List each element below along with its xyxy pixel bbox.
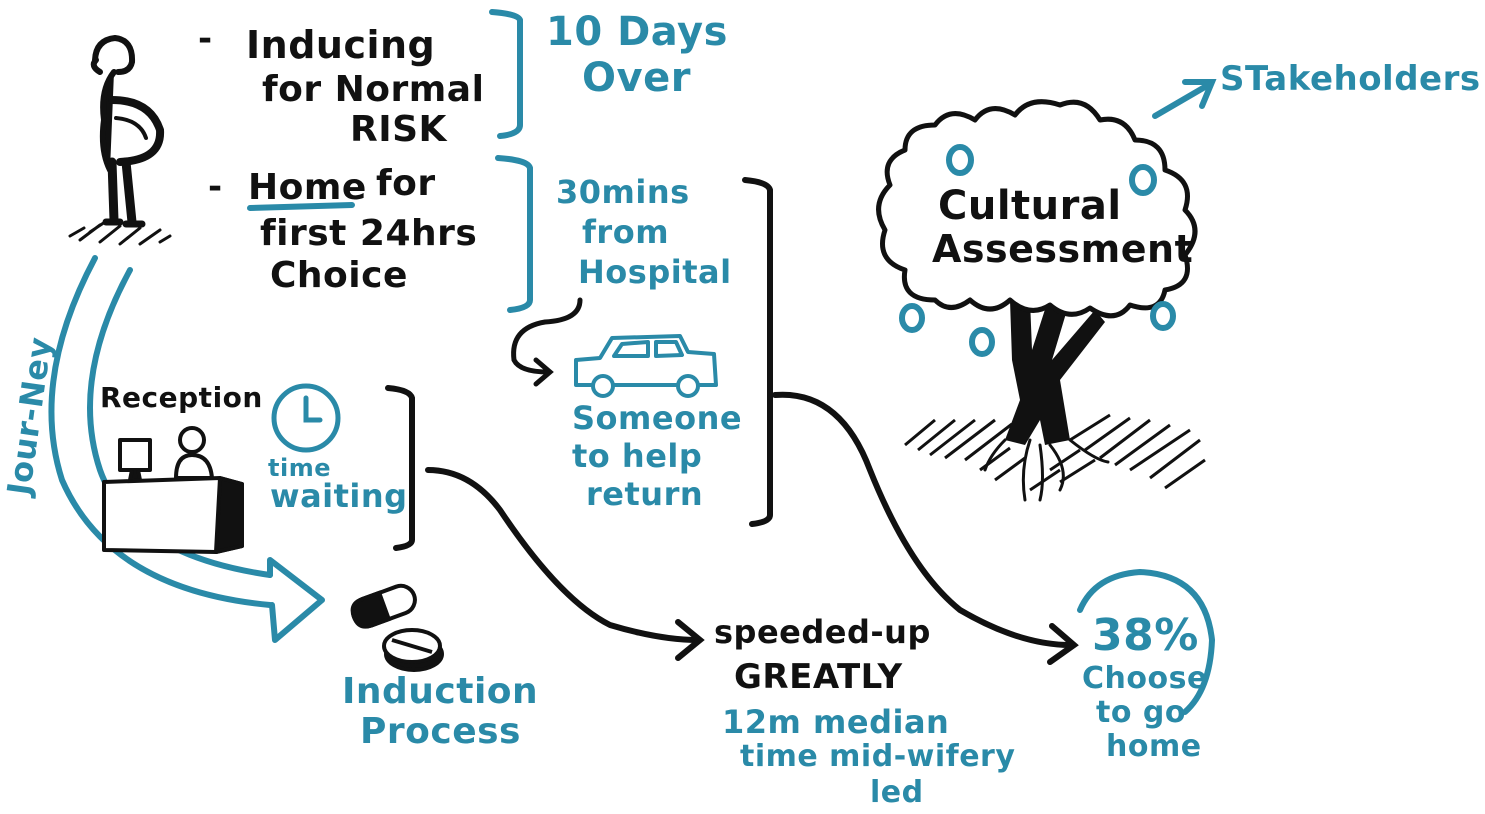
bullet-dash-inducing: - — [198, 19, 213, 59]
car-icon — [574, 334, 718, 398]
hospital-arrow — [511, 297, 583, 387]
bullet-dash-home: - — [208, 167, 223, 207]
bullet-home-underlined: Home — [248, 167, 367, 208]
help-line1: Someone — [572, 399, 743, 437]
distance-line1: 30mins — [556, 173, 690, 211]
bullet-home-line3: Choice — [270, 255, 408, 296]
days-over-line2: Over — [582, 55, 691, 101]
flow-arrows — [425, 391, 1079, 665]
tree-icon — [876, 99, 1206, 502]
pregnant-woman-icon — [68, 34, 172, 246]
clock-icon — [271, 383, 341, 453]
bracket-waiting — [385, 385, 415, 551]
help-line3: return — [586, 475, 704, 513]
result-line2: to go — [1096, 695, 1186, 730]
speed-line1: speeded-up — [714, 613, 931, 651]
bracket-right-tall — [742, 177, 773, 527]
reception-desk-icon — [102, 426, 244, 554]
speed-line2: GREATLY — [734, 657, 903, 697]
days-over-line1: 10 Days — [546, 9, 728, 55]
result-line1: Choose — [1082, 661, 1208, 696]
stakeholders-arrow — [1152, 79, 1217, 119]
result-line3: home — [1106, 729, 1202, 764]
result-circle — [1077, 568, 1216, 715]
bullet-inducing-line3: RISK — [350, 109, 447, 150]
journey-arrow — [48, 255, 325, 643]
brackets — [489, 9, 533, 313]
stakeholders-label: STakeholders — [1220, 59, 1481, 99]
result-percent: 38% — [1092, 610, 1199, 661]
help-line2: to help — [572, 437, 703, 475]
median-line3: led — [870, 775, 924, 810]
distance-line2: from — [582, 213, 670, 251]
time-waiting-line1: time — [268, 454, 331, 482]
median-line1: 12m median — [722, 703, 950, 741]
bullet-inducing-line1: Inducing — [246, 23, 436, 67]
bullet-home-line2: first 24hrs — [260, 213, 478, 254]
tree-line2: Assessment — [932, 227, 1194, 271]
induction-line1: Induction — [342, 671, 539, 712]
induction-line2: Process — [360, 711, 521, 752]
bullet-inducing-line2: for Normal — [262, 69, 485, 110]
median-line2: time mid-wifery — [740, 739, 1016, 774]
reception-label: Reception — [100, 381, 263, 414]
tree-line1: Cultural — [938, 183, 1122, 229]
bullet-home-rest1: for — [376, 163, 436, 204]
home-underline — [247, 202, 355, 211]
time-waiting-line2: waiting — [270, 477, 408, 515]
distance-line3: Hospital — [578, 253, 732, 291]
pill-icon — [350, 583, 444, 672]
